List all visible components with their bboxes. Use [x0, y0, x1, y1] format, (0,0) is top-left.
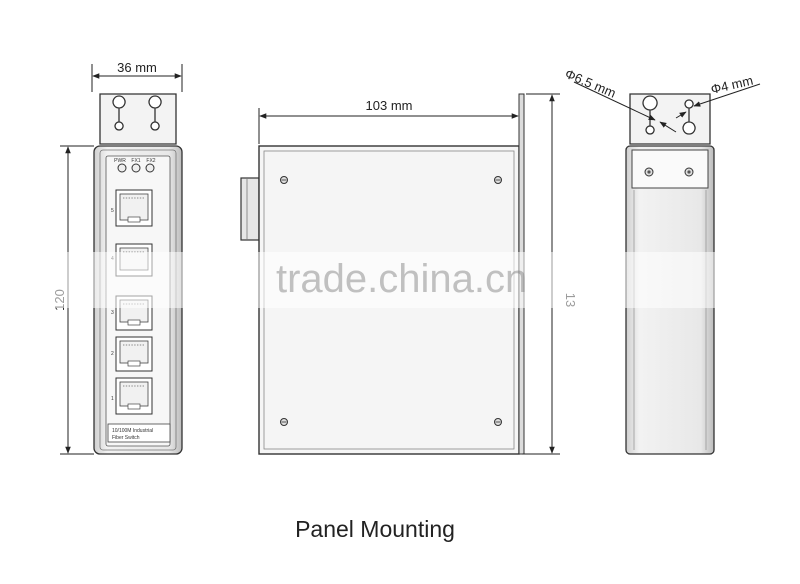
rj45-port [115, 336, 153, 372]
led-indicator [145, 163, 155, 173]
watermark-band: trade.china.cn [0, 252, 800, 308]
width-front-label: 36 mm [117, 60, 157, 75]
watermark-text: trade.china.cn [276, 257, 528, 301]
port-number: 2 [111, 351, 114, 357]
hole-large-label: Φ6.5 mm [563, 66, 618, 101]
keyhole-slot-icon [682, 99, 696, 135]
rear-mounting-plate [631, 149, 709, 189]
diagram-caption: Panel Mounting [295, 516, 455, 542]
side-connector-stub [240, 177, 260, 241]
keyhole-slot-icon [148, 95, 162, 131]
screw-icon [684, 167, 694, 177]
front-mounting-bracket [99, 93, 177, 145]
keyhole-slot-icon [112, 95, 126, 131]
rj45-port [115, 377, 153, 415]
screw-icon [494, 418, 502, 426]
width-side-label: 103 mm [366, 98, 413, 113]
screw-icon [644, 167, 654, 177]
product-label-line1: 10/100M Industrial [112, 428, 153, 434]
screw-icon [280, 418, 288, 426]
keyhole-slot-icon [642, 95, 658, 135]
hole-small-leader-2 [675, 111, 687, 119]
hole-large-leader-2 [659, 121, 677, 133]
led-indicator [117, 163, 127, 173]
screw-icon [280, 176, 288, 184]
port-number: 3 [111, 310, 114, 316]
port-number: 5 [111, 208, 114, 214]
product-label-line2: Fiber Switch [112, 435, 140, 441]
screw-icon [494, 176, 502, 184]
hole-small-leader [693, 83, 761, 107]
rear-mounting-bracket [629, 93, 711, 145]
hole-large-leader [573, 81, 656, 121]
rj45-port [115, 189, 153, 227]
port-number: 1 [111, 396, 114, 402]
led-label-fx1: FX1 [131, 158, 140, 164]
led-label-fx2: FX2 [146, 158, 155, 164]
product-label-box [107, 423, 171, 443]
led-indicator [131, 163, 141, 173]
led-label-pwr: PWR [114, 158, 126, 164]
